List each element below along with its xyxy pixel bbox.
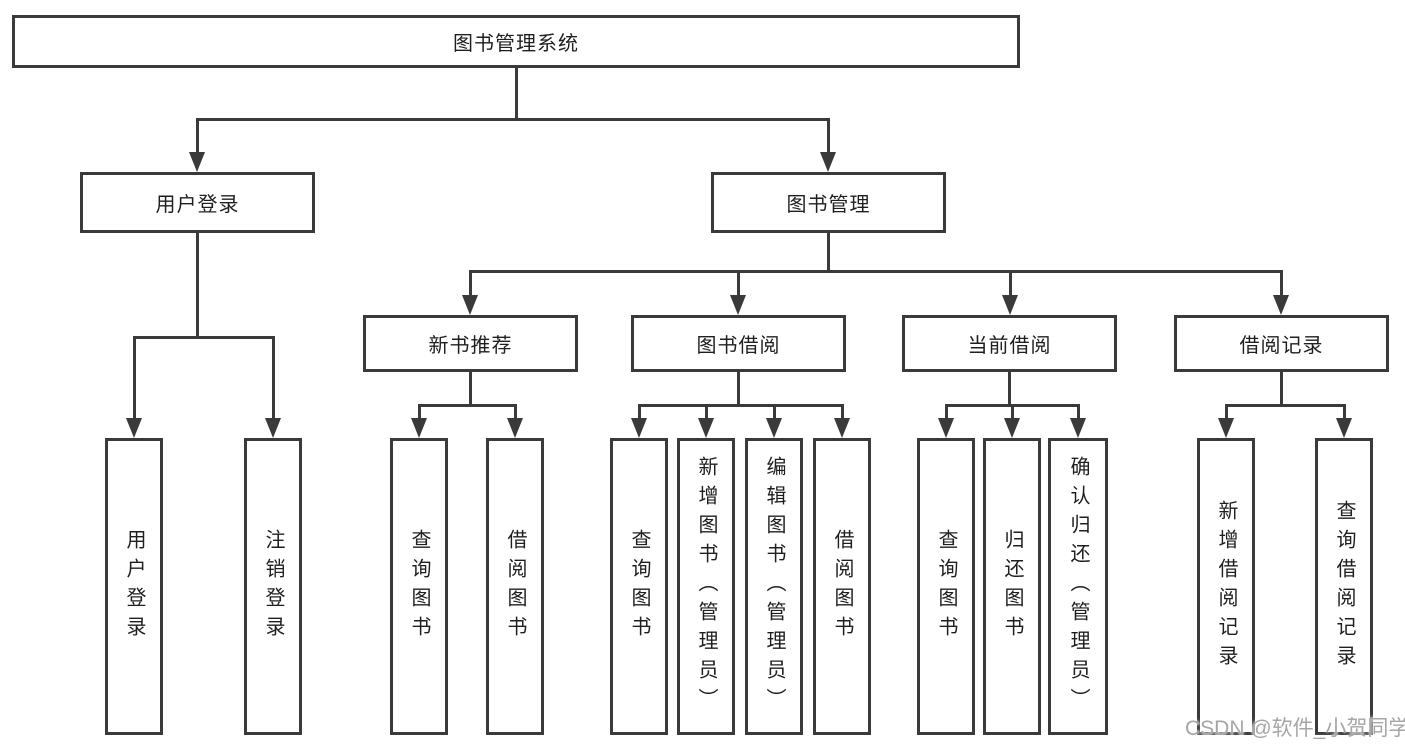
edge-borrow-drop-3	[773, 404, 776, 420]
arrow-to-leaf-query-books-borrow	[631, 418, 647, 438]
arrow-to-leaf-query-books-recommend	[411, 418, 427, 438]
leaf-user-login: 用户登录	[105, 438, 163, 735]
node-borrow-records: 借阅记录	[1174, 315, 1389, 372]
edge-login-drop-2	[272, 336, 275, 420]
edge-records-drop-2	[1343, 404, 1346, 420]
node-library-management-system: 图书管理系统	[12, 15, 1020, 68]
leaf-borrow-books-recommend: 借阅图书	[486, 438, 544, 735]
leaf-query-books-recommend: 查询图书	[390, 438, 448, 735]
edge-mgmt-drop-3	[1009, 270, 1012, 297]
edge-current-drop-2	[1011, 404, 1014, 420]
edge-mgmt-drop-1	[469, 270, 472, 297]
edge-mgmt-stem	[827, 233, 830, 272]
leaf-query-books-borrow: 查询图书	[610, 438, 668, 735]
node-current-borrow: 当前借阅	[902, 315, 1117, 372]
arrow-to-user-login	[189, 152, 205, 172]
csdn-watermark: CSDN @软件_小贺同学	[1185, 717, 1405, 740]
edge-borrow-rail	[638, 404, 844, 407]
node-user-login: 用户登录	[80, 172, 315, 233]
node-new-book-recommend: 新书推荐	[363, 315, 578, 372]
node-book-management: 图书管理	[711, 172, 946, 233]
arrow-to-leaf-edit-books	[766, 418, 782, 438]
edge-records-rail	[1225, 404, 1345, 407]
leaf-query-books-current: 查询图书	[917, 438, 975, 735]
leaf-borrow-books: 借阅图书	[813, 438, 871, 735]
edge-borrow-drop-1	[638, 404, 641, 420]
leaf-logout: 注销登录	[244, 438, 302, 735]
edge-recommend-rail	[418, 404, 517, 407]
edge-login-rail	[133, 336, 275, 339]
leaf-add-borrow-record: 新增借阅记录	[1197, 438, 1255, 735]
arrow-to-leaf-query-books-current	[938, 418, 954, 438]
edge-login-drop-1	[133, 336, 136, 420]
arrow-to-current-borrow	[1002, 295, 1018, 315]
edge-root-rail	[196, 118, 830, 121]
arrow-to-leaf-borrow-books	[834, 418, 850, 438]
leaf-confirm-return-admin: 确认归还（管理员）	[1048, 438, 1108, 735]
arrow-to-leaf-add-record	[1218, 418, 1234, 438]
edge-records-drop-1	[1225, 404, 1228, 420]
edge-recommend-drop-2	[514, 404, 517, 420]
arrow-to-borrow-records	[1273, 295, 1289, 315]
edge-root-drop-right	[827, 118, 830, 155]
arrow-to-leaf-confirm-return	[1070, 418, 1086, 438]
arrow-to-leaf-add-books	[698, 418, 714, 438]
node-book-borrow: 图书借阅	[631, 315, 846, 372]
edge-mgmt-drop-4	[1280, 270, 1283, 297]
edge-borrow-drop-2	[705, 404, 708, 420]
leaf-edit-books-admin: 编辑图书（管理员）	[745, 438, 803, 735]
edge-root-stem	[515, 68, 518, 118]
edge-login-stem	[196, 233, 199, 339]
edge-current-drop-1	[945, 404, 948, 420]
leaf-add-books-admin: 新增图书（管理员）	[677, 438, 735, 735]
arrow-to-book-management	[820, 152, 836, 172]
arrow-to-leaf-logout	[265, 418, 281, 438]
edge-recommend-stem	[469, 372, 472, 407]
edge-current-drop-3	[1077, 404, 1080, 420]
arrow-to-new-book-recommend	[462, 295, 478, 315]
edge-borrow-stem	[737, 372, 740, 407]
edge-recommend-drop-1	[418, 404, 421, 420]
arrow-to-leaf-user-login	[126, 418, 142, 438]
arrow-to-book-borrow	[730, 295, 746, 315]
edge-mgmt-rail	[469, 270, 1283, 273]
arrow-to-leaf-query-record	[1336, 418, 1352, 438]
edge-borrow-drop-4	[841, 404, 844, 420]
arrow-to-leaf-return-books	[1004, 418, 1020, 438]
edge-root-drop-left	[196, 118, 199, 155]
leaf-query-borrow-record: 查询借阅记录	[1315, 438, 1373, 735]
arrow-to-leaf-borrow-books-recommend	[507, 418, 523, 438]
edge-records-stem	[1280, 372, 1283, 407]
edge-mgmt-drop-2	[737, 270, 740, 297]
edge-current-stem	[1008, 372, 1011, 407]
leaf-return-books: 归还图书	[983, 438, 1041, 735]
